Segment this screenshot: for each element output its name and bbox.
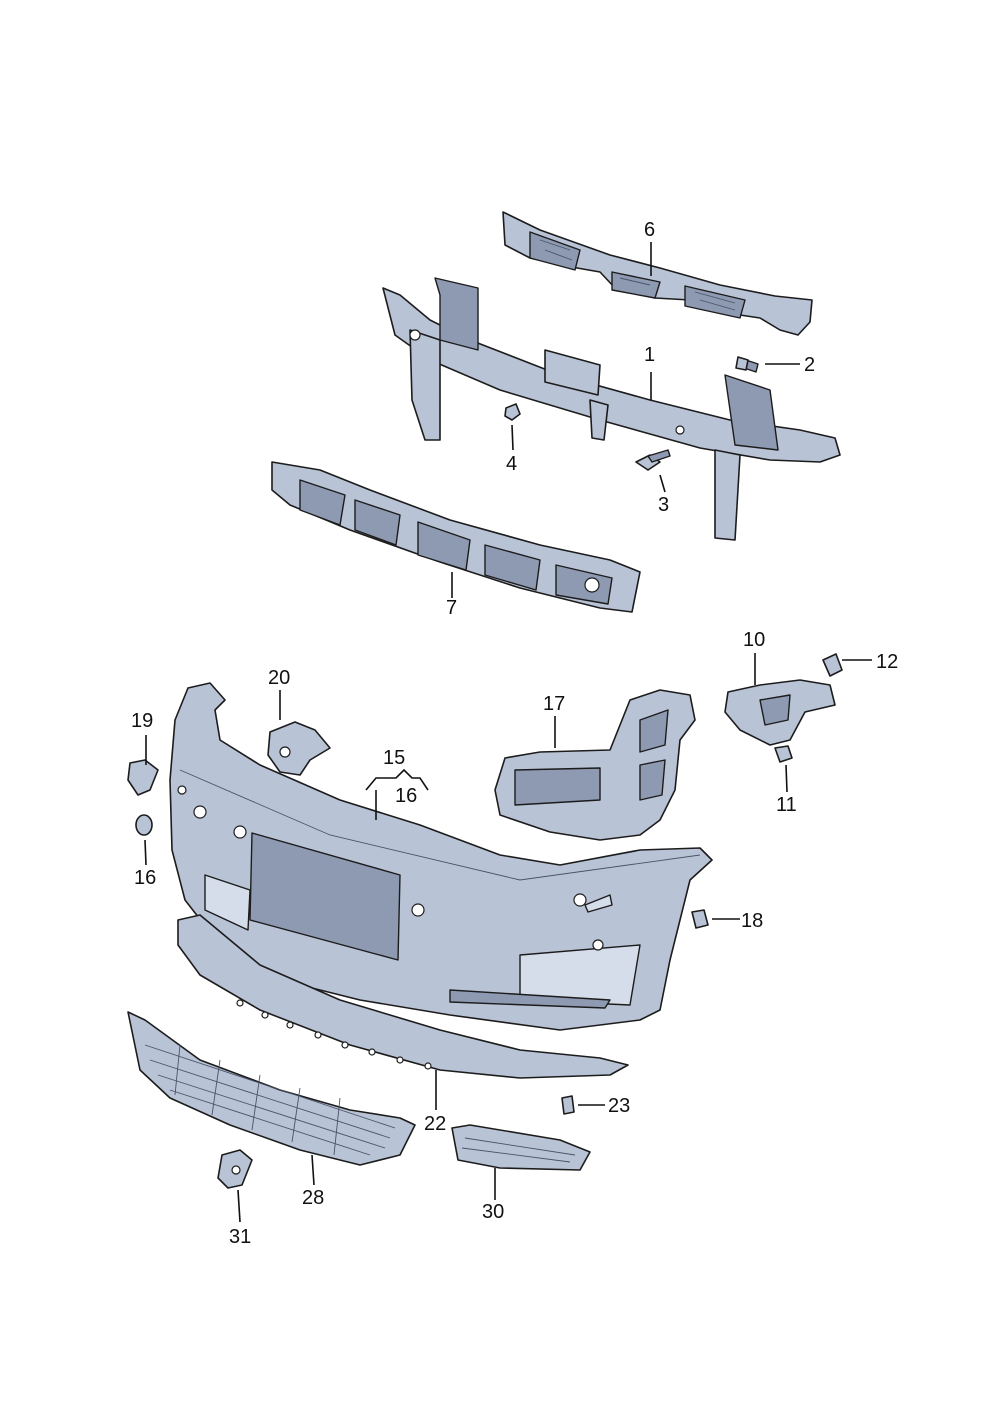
callout-22: 22 bbox=[424, 1113, 446, 1135]
part-3-bolt bbox=[635, 449, 671, 471]
callout-labels: 1 2 3 4 6 7 10 11 12 15 16 16 17 18 19 2… bbox=[131, 219, 898, 1248]
callout-28: 28 bbox=[302, 1187, 324, 1209]
part-22-spoiler bbox=[177, 914, 629, 1079]
callout-31: 31 bbox=[229, 1226, 251, 1248]
part-4-nut bbox=[504, 403, 521, 421]
callout-18: 18 bbox=[741, 910, 763, 932]
callout-1: 1 bbox=[644, 344, 655, 366]
callout-15: 15 bbox=[383, 747, 405, 769]
callout-2: 2 bbox=[804, 354, 815, 376]
part-30-grille-insert bbox=[451, 1124, 591, 1171]
part-6-absorber bbox=[502, 211, 813, 336]
part-31-clip bbox=[217, 1149, 253, 1189]
part-28-grille bbox=[127, 1011, 416, 1166]
callout-10: 10 bbox=[743, 629, 765, 651]
callout-20: 20 bbox=[268, 667, 290, 689]
callout-17: 17 bbox=[543, 693, 565, 715]
callout-19: 19 bbox=[131, 710, 153, 732]
part-10-bracket bbox=[724, 679, 836, 746]
part-19-clip bbox=[127, 759, 159, 796]
callout-3: 3 bbox=[658, 494, 669, 516]
callout-7: 7 bbox=[446, 597, 457, 619]
part-7-absorber bbox=[271, 461, 641, 613]
bumper-cover bbox=[169, 682, 713, 1031]
leader-lines bbox=[144, 242, 872, 1223]
callout-12: 12 bbox=[876, 651, 898, 673]
callout-4: 4 bbox=[506, 453, 517, 475]
callout-6: 6 bbox=[644, 219, 655, 241]
part-20-bracket bbox=[267, 721, 331, 776]
part-11-nut bbox=[774, 745, 793, 763]
part-1-carrier bbox=[382, 277, 841, 541]
callout-23: 23 bbox=[608, 1095, 630, 1117]
callout-16-top: 16 bbox=[395, 785, 417, 807]
part-23-bolt bbox=[561, 1095, 575, 1115]
callout-30: 30 bbox=[482, 1201, 504, 1223]
part-18-bolt bbox=[691, 909, 709, 929]
part-17-bracket bbox=[494, 689, 696, 841]
callout-11: 11 bbox=[776, 794, 797, 816]
callout-16-left: 16 bbox=[134, 867, 156, 889]
part-2-bolt bbox=[735, 356, 759, 373]
part-12-clip bbox=[822, 653, 843, 677]
part-16-cap bbox=[135, 814, 153, 836]
